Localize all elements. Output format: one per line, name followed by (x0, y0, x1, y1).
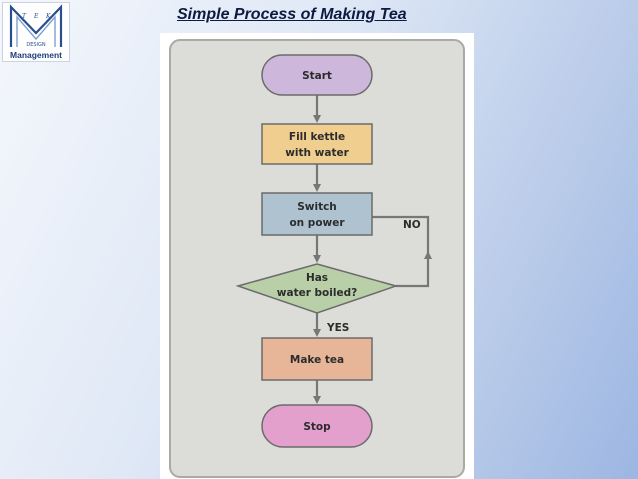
svg-text:E: E (33, 13, 39, 20)
no-branch-label: NO (403, 219, 421, 231)
flow-connectors (313, 95, 432, 404)
make-tea-label: Make tea (290, 354, 344, 366)
switch-label-line1: Switch (297, 201, 337, 213)
switch-label-line2: on power (289, 217, 345, 229)
stop-terminator: Stop (261, 404, 373, 448)
svg-text:DESIGN: DESIGN (26, 42, 46, 48)
decision-label-line1: Has (306, 272, 328, 284)
make-tea-process: Make tea (261, 337, 373, 381)
stop-label: Stop (303, 421, 331, 433)
logo-caption: Management (10, 50, 62, 60)
fill-kettle-label-line2: with water (285, 147, 349, 159)
flowchart: Start Fill kettle with water Switch on p… (169, 39, 465, 478)
start-terminator: Start (261, 54, 373, 96)
fill-kettle-process: Fill kettle with water (261, 123, 373, 165)
switch-power-process: Switch on power (261, 192, 373, 236)
start-label: Start (302, 70, 332, 82)
svg-text:K: K (45, 13, 51, 20)
page-title: Simple Process of Making Tea (177, 6, 407, 23)
yes-branch-label: YES (326, 322, 349, 334)
svg-text:T: T (22, 13, 27, 20)
decision-label-line2: water boiled? (277, 287, 357, 299)
fill-kettle-label-line1: Fill kettle (289, 131, 345, 143)
edge-no-return (372, 215, 430, 255)
flowchart-panel: Start Fill kettle with water Switch on p… (160, 33, 474, 479)
logo-emblem: T E K DESIGN (9, 4, 63, 48)
edge-boiled-no-loop (396, 251, 432, 288)
water-boiled-decision: Has water boiled? (235, 263, 399, 314)
tek-design-management-logo: T E K DESIGN Management (2, 2, 70, 62)
